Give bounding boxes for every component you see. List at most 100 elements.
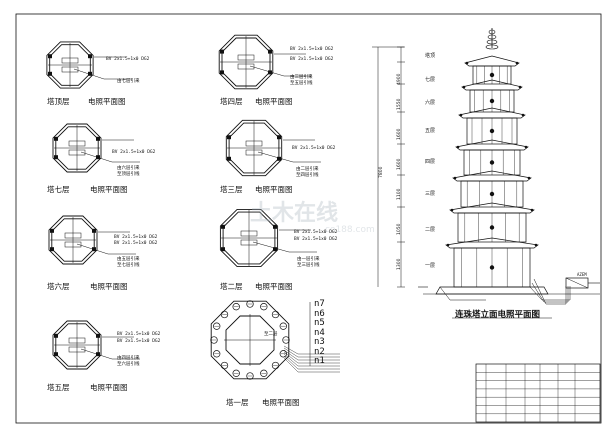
plan-f4-outer-wall [218, 34, 274, 90]
elev-tier-5 [449, 202, 535, 243]
note-f3-3: 至四层引线 [296, 173, 319, 178]
plan-f5-fixture-b [68, 346, 86, 353]
note-top-1: BV 2x1.5+1x0 DG2 [106, 57, 150, 62]
plan-f3-pillar-1 [277, 135, 281, 140]
plan-f4-pillar-0 [220, 49, 224, 54]
watermark-sub: co188.com [325, 225, 375, 235]
elev-tier-1-eave-lamp-l [462, 85, 466, 89]
elev-tier-4-eave [452, 170, 532, 182]
legend-n4: n4 [314, 327, 325, 338]
note-f1-1: 至二层 [264, 332, 278, 337]
plan-f5-fixture-a [68, 337, 86, 344]
plan-f2-fixture-b [240, 239, 258, 246]
plan-top-title: 塔顶层 [47, 97, 70, 106]
plan-top-pillar-0 [48, 54, 52, 59]
plan-f1-column-15 [279, 322, 287, 330]
plan-f3-title: 塔三层 [220, 185, 243, 194]
elev-tier-6-eave-lamp-r [534, 243, 538, 247]
elev-spire-ring-0 [488, 29, 496, 35]
note-f5-2: BV 2x1.5+1x0 DG2 [117, 339, 161, 344]
elev-tier-3-eave-lamp-r [524, 145, 528, 149]
plan-f6 [48, 215, 136, 265]
plan-f4-pillar-1 [268, 49, 272, 54]
plan-f6-pillar-3 [92, 247, 96, 252]
elev-tier-4-lamp [489, 191, 495, 197]
plan-f1-cable-2 [283, 349, 340, 361]
elev-tier-1 [461, 79, 523, 113]
note-f4-4: 至五层引线 [290, 81, 313, 86]
plan-f2-title: 塔二层 [220, 282, 243, 291]
elev-tier-3-lamp [489, 160, 495, 165]
elev-tier-4-eave-lamp-r [527, 176, 531, 180]
plan-f4-fixture-a [237, 54, 255, 61]
elev-tier-6-lamp [489, 265, 495, 270]
legend-n2: n2 [314, 346, 325, 357]
note-f4-2: BV 2x1.5+1x0 DG2 [290, 57, 334, 62]
note-f2-1: BV 2x1.5+1x0 DG2 [294, 230, 338, 235]
elev-tier-6-eave [445, 237, 539, 249]
plan-top-pillar-1 [88, 54, 92, 59]
plan-f7-title: 塔七层 [47, 185, 70, 194]
legend-n3: n3 [314, 337, 325, 347]
title-block [475, 363, 601, 423]
note-f4-3: 由三层引来 [290, 75, 313, 80]
note-f5-3: 由四层引来 [117, 356, 140, 361]
plan-f3-pillar-0 [227, 135, 231, 140]
plan-f1-subtitle: 电照平面图 [262, 398, 300, 407]
plan-f1-column-4 [246, 372, 254, 380]
dim-6: 1300 [397, 258, 402, 270]
elev-tier-1-lamp [489, 98, 495, 104]
plan-f1-column-10 [220, 310, 229, 319]
elev-tier-1-eave [461, 79, 523, 91]
plan-f3-pillar-2 [227, 156, 231, 161]
dim-4: 1100 [397, 188, 402, 200]
plan-f7-pillar-0 [54, 136, 58, 141]
elev-tier-6-eave-lamp-l [446, 243, 450, 247]
plan-f3-leader-2 [257, 151, 321, 163]
plan-f1-column-12 [246, 300, 254, 308]
legend-list: n7 n6 n5 n4 n3 n2 n1 [314, 299, 325, 367]
plan-f3-fixture-a [245, 140, 263, 147]
note-f3-1: BV 2x1.5+1x0 DG2 [292, 146, 336, 151]
note-f7-1: BV 2x1.5+1x0 DG2 [112, 150, 156, 155]
note-f7-2: 由六层引来 [117, 166, 140, 171]
elevation-title: 连珠塔立面电照平面图 [455, 310, 541, 320]
plan-f3-fixture-b [245, 149, 263, 156]
plan-f2 [219, 208, 317, 268]
plan-f7 [52, 123, 140, 173]
plan-f5-pillar-3 [96, 352, 100, 357]
legend-n7: n7 [314, 299, 325, 309]
dim-0: 4900 [397, 73, 402, 85]
plan-f2-pillar-3 [273, 247, 277, 252]
plan-f1-column-0 [282, 336, 290, 344]
plan-f7-pillar-2 [54, 155, 58, 160]
elev-floor-6: 六层 [425, 100, 436, 106]
plan-f5-pillar-0 [54, 333, 58, 338]
plan-f4-pillar-2 [220, 70, 224, 75]
plan-f2-pillar-2 [221, 247, 225, 252]
note-f6-3: 由五层引来 [117, 257, 140, 262]
plan-f5-leader-2 [80, 348, 140, 360]
plan-f7-fixture-b [68, 149, 86, 156]
plan-f2-fixture-a [240, 230, 258, 237]
plan-top-leader-2 [73, 68, 132, 80]
note-f6-4: 至七层引线 [117, 263, 140, 268]
elev-floor-1: 一层 [425, 263, 436, 269]
elev-tier-3-eave [455, 139, 529, 151]
elev-tier-4 [452, 170, 532, 208]
plan-f2-pillar-0 [221, 224, 225, 229]
plan-f6-pillar-1 [92, 228, 96, 233]
plan-f4-pillar-3 [268, 70, 272, 75]
plan-top-subtitle: 电照平面图 [88, 97, 126, 106]
note-f4-1: BV 2x1.5+1x0 DG2 [290, 47, 334, 52]
plan-f6-leader-2 [76, 243, 136, 255]
elev-tier-3-eave-lamp-l [456, 145, 460, 149]
plan-f1-column-13 [260, 303, 268, 311]
plan-f7-pillar-1 [96, 136, 100, 141]
note-f5-1: BV 2x1.5+1x0 DG2 [117, 332, 161, 337]
plan-f1-cable-4 [283, 353, 340, 367]
plan-f1-outer-wall [210, 300, 290, 380]
plan-f2-leader-2 [252, 241, 317, 253]
elev-floor-top: 塔顶 [425, 53, 436, 59]
